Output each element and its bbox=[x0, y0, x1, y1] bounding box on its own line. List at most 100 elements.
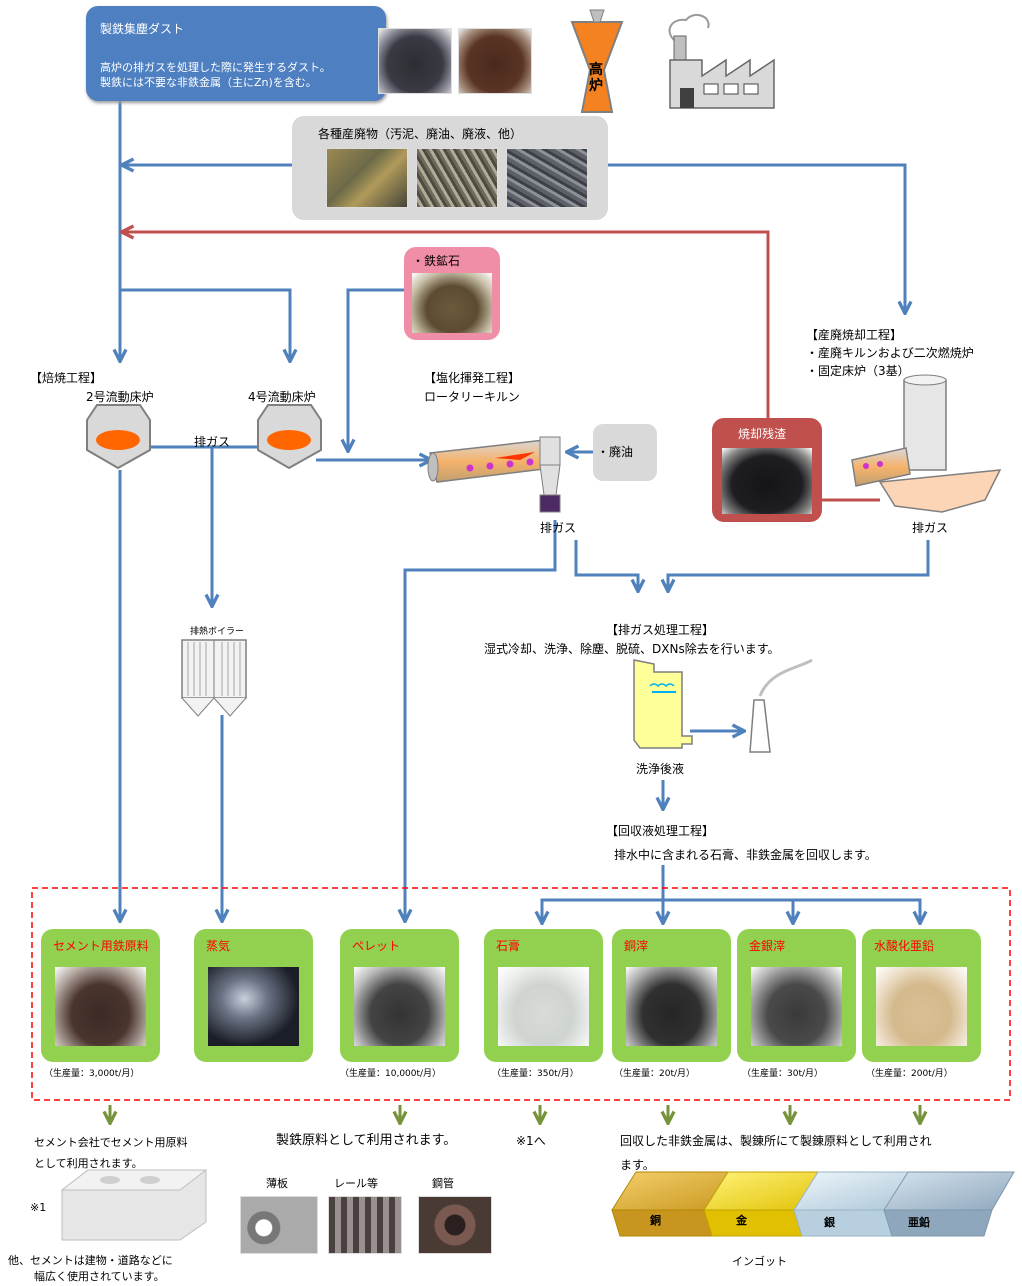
steel-dust-title: 製鉄集塵ダスト bbox=[100, 22, 185, 36]
product-gypsum: 石膏 bbox=[484, 929, 603, 1062]
steel-item-sheet: 薄板 bbox=[266, 1177, 288, 1190]
recovery-title: 【回収液処理工程】 bbox=[606, 824, 715, 838]
cement-use-line3: 他、セメントは建物・道路などに bbox=[8, 1254, 173, 1267]
note-1: ※1 bbox=[30, 1201, 47, 1214]
metal-use-line1: 回収した非鉄金属は、製錬所にて製錬原料として利用され bbox=[620, 1134, 932, 1148]
ash-recycle-line bbox=[123, 232, 880, 502]
cement-use-line4: 幅広く使用されています。 bbox=[34, 1270, 165, 1283]
chlorination-exhaust-label: 排ガス bbox=[540, 521, 577, 535]
caption-copper-slag: （生産量：20t/月） bbox=[614, 1069, 696, 1079]
product-zinc-hydroxide: 水酸化亜鉛 bbox=[862, 929, 981, 1062]
gypsum-use-text: ※1へ bbox=[516, 1134, 546, 1148]
dust-photo-black bbox=[378, 28, 452, 94]
zinc-ingot-icon bbox=[883, 1171, 1015, 1237]
iron-ore-photo bbox=[412, 273, 492, 333]
fluid-bed-furnace-4-icon bbox=[257, 404, 322, 470]
gas-treatment-title: 【排ガス処理工程】 bbox=[606, 623, 715, 637]
cement-use-line1: セメント会社でセメント用原料 bbox=[34, 1136, 188, 1149]
furnace-4-label: 4号流動床炉 bbox=[248, 390, 316, 404]
gas-treatment-desc: 湿式冷却、洗浄、除塵、脱硫、DXNs除去を行います。 bbox=[484, 642, 780, 656]
green-use-arrows bbox=[110, 1105, 920, 1122]
product-zinc-hydroxide-label: 水酸化亜鉛 bbox=[874, 939, 935, 953]
product-pellet: ペレット bbox=[340, 929, 459, 1062]
blast-furnace-label: 高炉 bbox=[589, 62, 603, 94]
ingot-silver-label: 銀 bbox=[824, 1216, 835, 1229]
scrubbed-liquid-label: 洗浄後液 bbox=[636, 762, 685, 776]
product-zinc-hydroxide-photo bbox=[876, 967, 967, 1046]
rail-photo bbox=[328, 1196, 402, 1254]
blast-furnace-icon bbox=[570, 9, 624, 113]
scrubber-tower-icon bbox=[633, 659, 693, 749]
incineration-exhaust-label: 排ガス bbox=[912, 521, 949, 535]
ingot-caption: インゴット bbox=[732, 1255, 787, 1268]
blue-flow-lines bbox=[120, 101, 930, 922]
ingot-copper-label: 銅 bbox=[650, 1214, 661, 1227]
product-gypsum-photo bbox=[498, 967, 589, 1046]
product-copper-slag-photo bbox=[626, 967, 717, 1046]
caption-cement-iron: （生産量：3,000t/月） bbox=[44, 1069, 140, 1079]
product-steam-label: 蒸気 bbox=[206, 939, 231, 953]
waste-oil-label: ・廃油 bbox=[597, 445, 634, 459]
caption-pellet: （生産量：10,000t/月） bbox=[340, 1069, 442, 1079]
steel-dust-desc-line1: 高炉の排ガスを処理した際に発生するダスト。 bbox=[100, 61, 331, 74]
product-pellet-photo bbox=[354, 967, 445, 1046]
waste-oil-photo bbox=[416, 148, 498, 208]
chlorination-title: 【塩化揮発工程】 bbox=[424, 371, 521, 385]
incineration-ash-title: 焼却残渣 bbox=[738, 427, 787, 441]
caption-gold-silver-slag: （生産量：30t/月） bbox=[742, 1069, 824, 1079]
factory-icon bbox=[668, 13, 775, 109]
steel-sheet-photo bbox=[240, 1196, 318, 1254]
waste-liquid-photo bbox=[506, 148, 588, 208]
incineration-line1: ・産廃キルンおよび二次燃焼炉 bbox=[806, 346, 974, 360]
furnace-2-label: 2号流動床炉 bbox=[86, 390, 154, 404]
steel-pipe-photo bbox=[418, 1196, 492, 1254]
product-cement-iron-label: セメント用鉄原料 bbox=[53, 939, 149, 953]
steel-dust-box: 製鉄集塵ダスト 高炉の排ガスを処理した際に発生するダスト。 製鉄には不要な非鉄金… bbox=[86, 6, 532, 101]
product-steam: 蒸気 bbox=[194, 929, 313, 1062]
cement-use-line2: として利用されます。 bbox=[34, 1157, 143, 1170]
fluid-bed-furnace-2-icon bbox=[86, 404, 151, 470]
steel-item-pipe: 鋼管 bbox=[432, 1177, 454, 1190]
product-gold-silver-slag: 金銀滓 bbox=[737, 929, 856, 1062]
product-cement-iron: セメント用鉄原料 bbox=[41, 929, 160, 1062]
roasting-exhaust-label: 排ガス bbox=[194, 435, 231, 449]
chimney-icon bbox=[749, 658, 813, 753]
cement-block-icon bbox=[60, 1169, 208, 1241]
incineration-line2: ・固定床炉（3基） bbox=[806, 364, 910, 378]
sludge-photo bbox=[326, 148, 408, 208]
product-cement-iron-photo bbox=[55, 967, 146, 1046]
incineration-ash-box: 焼却残渣 bbox=[712, 418, 822, 522]
incineration-ash-photo bbox=[722, 448, 812, 514]
rotary-kiln-icon bbox=[427, 436, 561, 513]
waste-heat-boiler-icon bbox=[181, 639, 247, 717]
incineration-kiln-icon bbox=[851, 374, 1002, 513]
product-gypsum-label: 石膏 bbox=[496, 939, 521, 953]
product-copper-slag-label: 銅滓 bbox=[624, 939, 649, 953]
product-steam-photo bbox=[208, 967, 299, 1046]
dust-photo-brown bbox=[458, 28, 532, 94]
products-area-border bbox=[31, 887, 1011, 1101]
product-gold-silver-slag-label: 金銀滓 bbox=[749, 939, 786, 953]
boiler-label: 排熱ボイラー bbox=[190, 627, 245, 637]
iron-ore-box: ・鉄鉱石 bbox=[404, 247, 500, 340]
roasting-title: 【焙焼工程】 bbox=[30, 371, 103, 385]
caption-zinc-hydroxide: （生産量：200t/月） bbox=[866, 1069, 953, 1079]
industrial-waste-title: 各種産廃物（汚泥、廃油、廃液、他） bbox=[318, 127, 523, 141]
industrial-waste-box: 各種産廃物（汚泥、廃油、廃液、他） bbox=[292, 116, 608, 220]
recovery-desc: 排水中に含まれる石膏、非鉄金属を回収します。 bbox=[614, 848, 877, 862]
product-pellet-label: ペレット bbox=[352, 939, 401, 953]
steel-dust-desc: 高炉の排ガスを処理した際に発生するダスト。 製鉄には不要な非鉄金属（主にZn)を… bbox=[100, 60, 331, 90]
waste-oil-box: ・廃油 bbox=[593, 424, 657, 481]
steel-item-rail: レール等 bbox=[334, 1177, 378, 1190]
steel-dust-desc-line2: 製鉄には不要な非鉄金属（主にZn)を含む。 bbox=[100, 76, 317, 89]
incineration-title: 【産廃焼却工程】 bbox=[806, 328, 903, 342]
product-gold-silver-slag-photo bbox=[751, 967, 842, 1046]
steel-use-text: 製鉄原料として利用されます。 bbox=[276, 1133, 457, 1148]
rotary-kiln-label: ロータリーキルン bbox=[424, 390, 520, 404]
iron-ore-title: ・鉄鉱石 bbox=[412, 254, 461, 268]
ingot-zinc-label: 亜鉛 bbox=[908, 1216, 930, 1229]
metal-use-line2: ます。 bbox=[620, 1158, 655, 1172]
ingot-gold-label: 金 bbox=[736, 1214, 747, 1227]
product-copper-slag: 銅滓 bbox=[612, 929, 731, 1062]
